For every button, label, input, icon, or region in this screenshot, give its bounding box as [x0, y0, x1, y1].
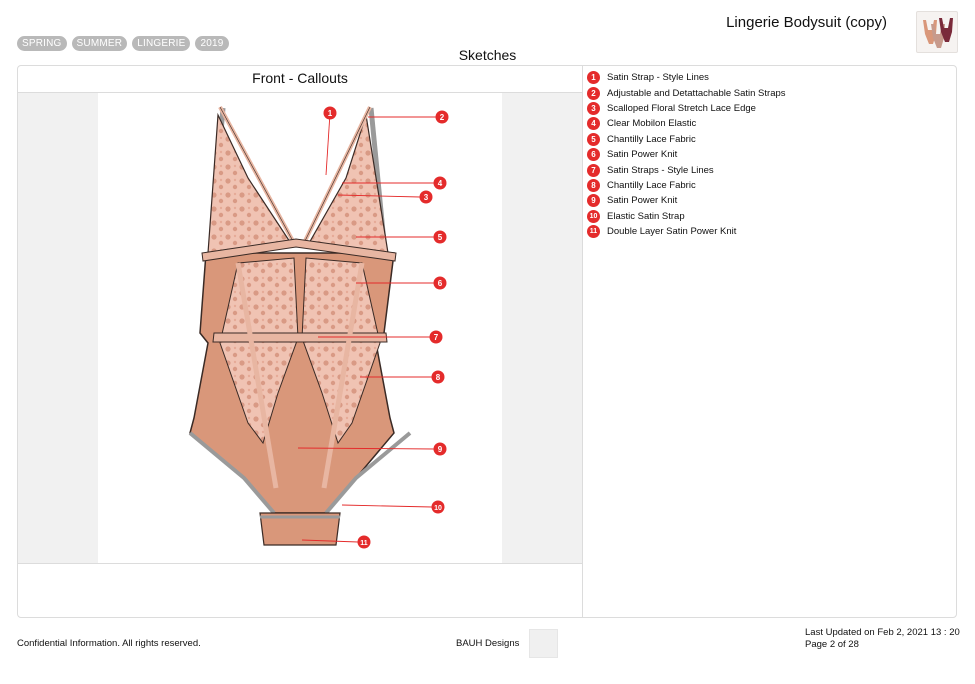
callout-label: Scalloped Floral Stretch Lace Edge [607, 102, 756, 114]
sketch-pane: Front - Callouts [18, 66, 583, 617]
divider [18, 563, 582, 564]
svg-text:4: 4 [438, 179, 443, 188]
callout-item: 7 Satin Straps - Style Lines [587, 162, 786, 177]
svg-text:7: 7 [434, 333, 439, 342]
callout-marker-3: 3 [419, 190, 433, 204]
callout-marker-5: 5 [433, 230, 447, 244]
callout-marker-7: 7 [429, 330, 443, 344]
callout-marker-1: 1 [323, 106, 337, 120]
svg-text:6: 6 [438, 279, 443, 288]
svg-text:9: 9 [438, 445, 443, 454]
product-thumbnail[interactable] [916, 11, 958, 53]
callout-number: 2 [587, 86, 600, 100]
callout-number: 11 [587, 225, 600, 239]
callout-number: 5 [587, 132, 600, 146]
callout-marker-9: 9 [433, 442, 447, 456]
callout-label: Adjustable and Detattachable Satin Strap… [607, 87, 786, 99]
callout-number: 3 [587, 101, 600, 115]
divider [18, 92, 582, 93]
tag-spring[interactable]: SPRING [17, 36, 67, 51]
callout-label: Satin Straps - Style Lines [607, 164, 714, 176]
callout-item: 9 Satin Power Knit [587, 193, 786, 208]
svg-text:11: 11 [360, 540, 368, 547]
tag-lingerie[interactable]: LINGERIE [132, 36, 191, 51]
sketch-frame: Front - Callouts [17, 65, 957, 618]
callout-label: Chantilly Lace Fabric [607, 133, 696, 145]
svg-text:2: 2 [440, 113, 445, 122]
callout-number: 8 [587, 178, 600, 192]
svg-text:3: 3 [424, 193, 429, 202]
tag-year[interactable]: 2019 [195, 36, 229, 51]
callout-item: 6 Satin Power Knit [587, 147, 786, 162]
callout-marker-11: 11 [357, 535, 371, 549]
callout-number: 7 [587, 163, 600, 177]
callout-marker-10: 10 [431, 500, 445, 514]
callout-label: Double Layer Satin Power Knit [607, 226, 737, 238]
page-number: Page 2 of 28 [805, 639, 859, 650]
callout-item: 5 Chantilly Lace Fabric [587, 132, 786, 147]
callout-number: 6 [587, 148, 600, 162]
section-title: Sketches [458, 47, 517, 63]
svg-text:10: 10 [434, 505, 442, 512]
tag-summer[interactable]: SUMMER [71, 36, 128, 51]
callout-label: Elastic Satin Strap [607, 210, 685, 222]
tag-list: SPRING SUMMER LINGERIE 2019 [17, 36, 229, 51]
callout-item: 4 Clear Mobilon Elastic [587, 116, 786, 131]
callout-list: 1 Satin Strap - Style Lines 2 Adjustable a… [587, 70, 786, 239]
callout-item: 8 Chantilly Lace Fabric [587, 178, 786, 193]
last-updated: Last Updated on Feb 2, 2021 13 : 20 [805, 627, 960, 638]
bodysuit-sketch: 1 2 3 4 5 6 7 8 9 10 11 [188, 106, 449, 549]
callout-item: 2 Adjustable and Detattachable Satin Stra… [587, 85, 786, 100]
callout-label: Satin Power Knit [607, 149, 678, 161]
callout-label: Chantilly Lace Fabric [607, 179, 696, 191]
page-meta: Last Updated on Feb 2, 2021 13 : 20 Page… [805, 627, 960, 651]
sketch-canvas[interactable]: 1 2 3 4 5 6 7 8 9 10 11 [98, 93, 502, 563]
callout-marker-8: 8 [431, 370, 445, 384]
callout-number: 1 [587, 71, 600, 85]
callout-label: Satin Strap - Style Lines [607, 72, 709, 84]
callout-item: 3 Scalloped Floral Stretch Lace Edge [587, 101, 786, 116]
callout-number: 9 [587, 194, 600, 208]
callout-marker-6: 6 [433, 276, 447, 290]
callout-number: 4 [587, 117, 600, 131]
callout-item: 10 Elastic Satin Strap [587, 209, 786, 224]
svg-text:5: 5 [438, 233, 443, 242]
pane-title: Front - Callouts [252, 70, 348, 86]
callout-item: 11 Double Layer Satin Power Knit [587, 224, 786, 239]
document-title: Lingerie Bodysuit (copy) [726, 14, 887, 31]
company-name: BAUH Designs [456, 638, 520, 649]
svg-text:8: 8 [436, 373, 441, 382]
company-logo [529, 629, 558, 658]
callout-label: Satin Power Knit [607, 195, 678, 207]
svg-text:1: 1 [328, 109, 333, 118]
callout-number: 10 [587, 209, 600, 223]
callout-label: Clear Mobilon Elastic [607, 118, 697, 130]
confidential-notice: Confidential Information. All rights res… [17, 638, 201, 649]
callout-marker-2: 2 [435, 110, 449, 124]
callout-item: 1 Satin Strap - Style Lines [587, 70, 786, 85]
callout-marker-4: 4 [433, 176, 447, 190]
